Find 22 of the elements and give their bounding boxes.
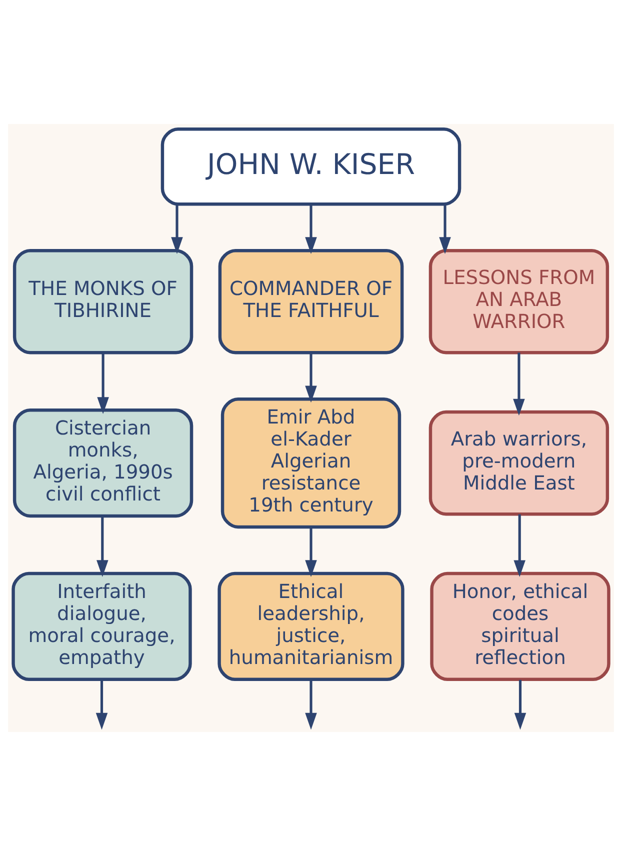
node-box: Honor, ethical codes spiritual reflection: [430, 572, 610, 682]
arrow: [305, 204, 317, 254]
arrow: [305, 680, 317, 730]
node-box: Ethical leadership, justice, humanitarianism: [218, 572, 404, 682]
arrow: [513, 352, 525, 416]
arrow: [439, 204, 451, 254]
node-box: Cistercian monks, Algeria, 1990s civil conflict: [12, 408, 194, 518]
node-box: Emir Abd el-Kader Algerian resistance 19th century: [220, 398, 402, 529]
node-box: JOHN W. KISER: [160, 128, 462, 206]
arrow: [171, 204, 183, 254]
node-box: THE MONKS OF TIBHIRINE: [12, 248, 194, 354]
node-box: Arab warriors, pre-modern Middle East: [428, 410, 610, 516]
arrow: [96, 680, 108, 730]
arrow: [305, 527, 317, 577]
node-box: COMMANDER OF THE FAITHFUL: [218, 248, 404, 354]
arrow: [514, 680, 526, 730]
arrow: [97, 352, 109, 414]
node-box: LESSONS FROM AN ARAB WARRIOR: [428, 248, 610, 354]
node-box: Interfaith dialogue, moral courage, empathy: [12, 572, 192, 682]
arrow: [305, 352, 317, 403]
arrow: [514, 514, 526, 578]
arrow: [96, 516, 108, 578]
